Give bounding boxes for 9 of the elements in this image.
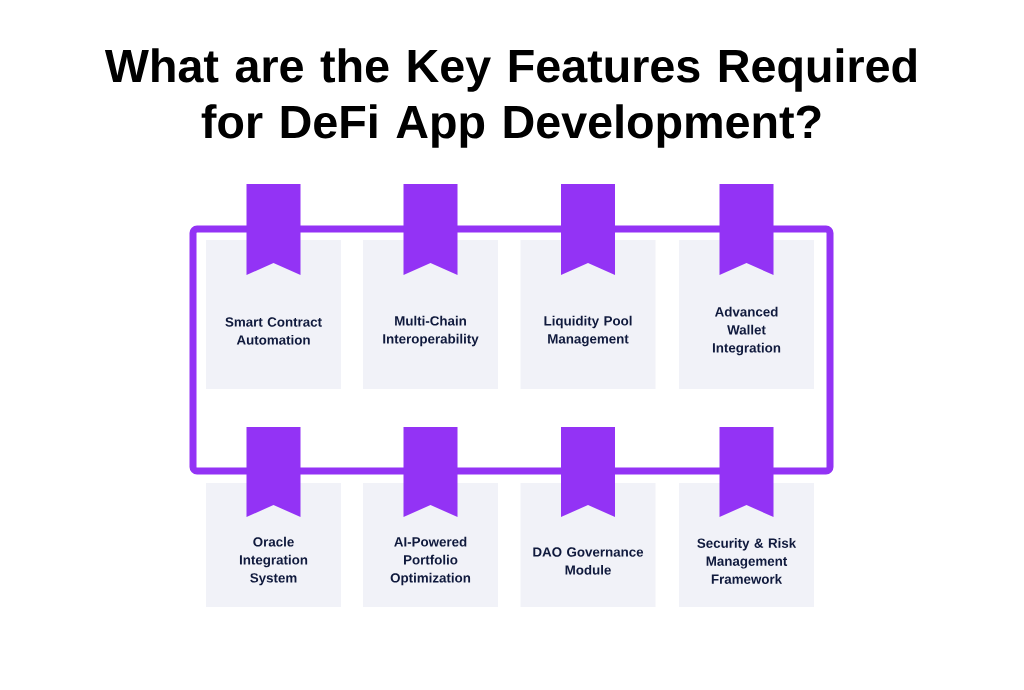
feature-card: AI-Powered Portfolio Optimization [363,483,498,607]
feature-card: Smart Contract Automation [206,240,341,389]
feature-card: Oracle Integration System [206,483,341,607]
feature-card: DAO Governance Module [520,483,656,607]
feature-card: Multi-Chain Interoperability [363,240,498,389]
feature-card: Liquidity Pool Management [520,240,656,389]
title: What are the Key Features Required for DeFi App Development? [104,48,916,148]
feature-card: Security & Risk Management Framework [679,483,814,607]
feature-card: Advanced Wallet Integration [679,240,814,389]
